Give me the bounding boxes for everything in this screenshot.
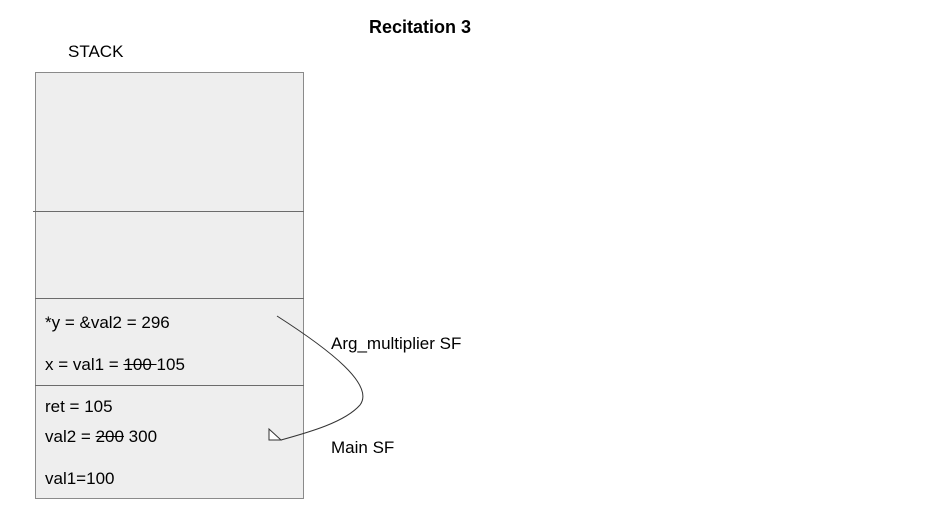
main-val2-old-value: 200	[95, 427, 124, 446]
pointer-arrow-head	[268, 427, 283, 441]
stack-label: STACK	[68, 42, 124, 61]
diagram-title: Recitation 3	[368, 17, 472, 37]
arg-x-prefix: x = val1 =	[45, 355, 124, 374]
main-val1-value: val1=100	[45, 469, 115, 488]
pointer-arrow-curve	[276, 315, 364, 441]
arg-y-value: *y = &val2 = 296	[45, 313, 170, 332]
stack-divider-main-frame	[35, 385, 304, 386]
main-ret-value: ret = 105	[45, 397, 113, 416]
main-frame-label: Main SF	[331, 438, 395, 457]
arg-x-value: x = val1 = 100 105	[45, 355, 185, 375]
arg-x-old-value: 100	[123, 355, 157, 374]
stack-divider-upper	[33, 211, 304, 212]
stack-box	[35, 72, 304, 499]
main-val2-prefix: val2 =	[45, 427, 96, 446]
arg-frame-label: Arg_multiplier SF	[331, 334, 462, 353]
arg-x-new-value: 105	[156, 355, 185, 374]
main-val2-new-value: 300	[123, 427, 158, 446]
main-val2-value: val2 = 200 300	[45, 427, 157, 447]
stack-divider-arg-frame	[35, 298, 304, 299]
